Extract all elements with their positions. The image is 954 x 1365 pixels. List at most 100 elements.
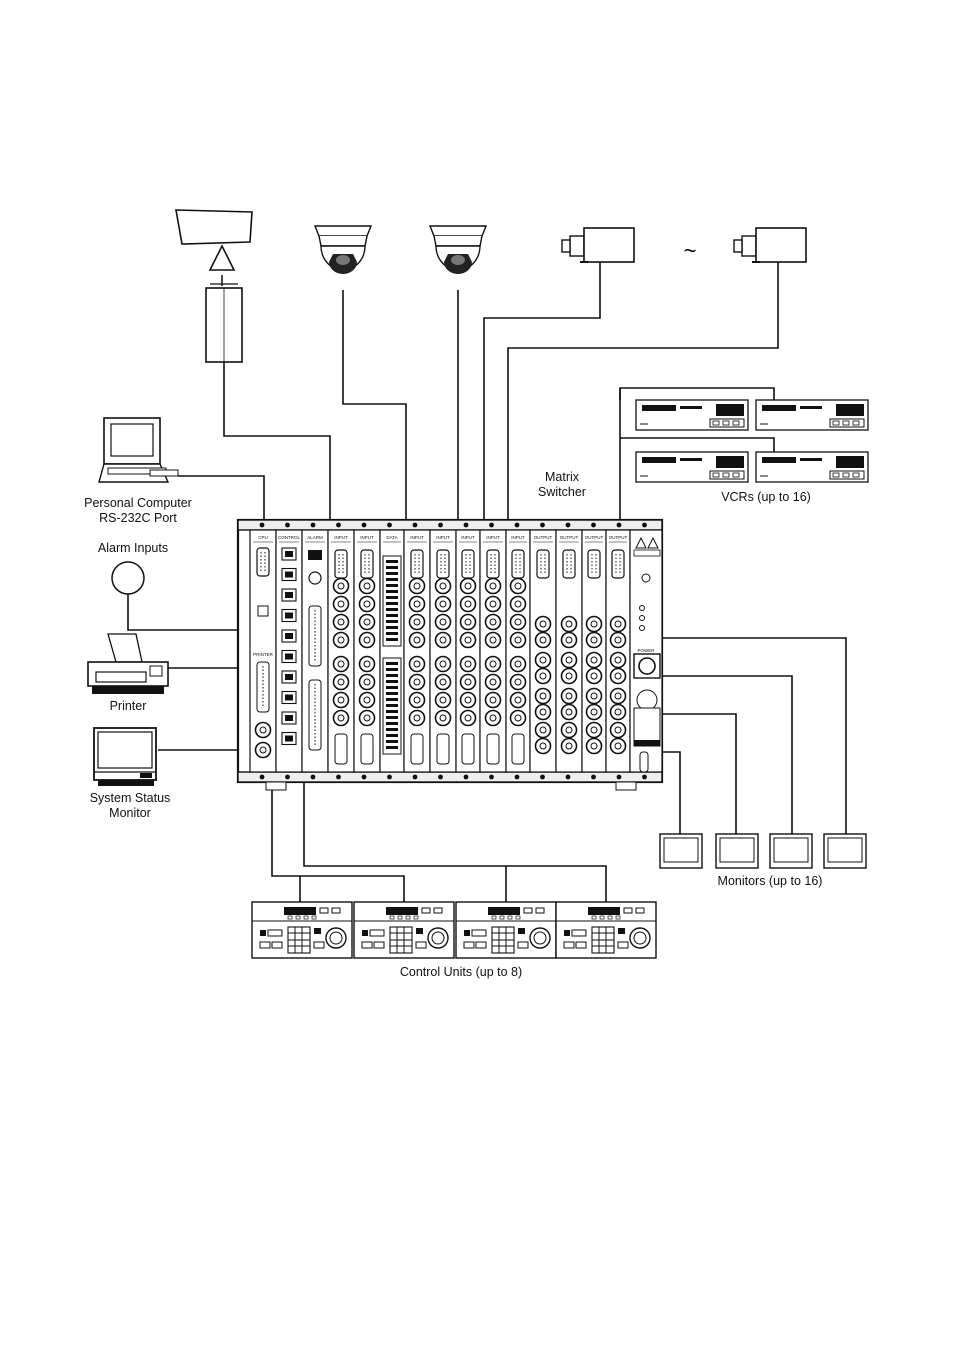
module-label: INPUT [461,535,475,540]
rail-screw [285,775,290,780]
control-unit-group [252,902,656,958]
vcrs-label: VCRs (up to 16) [700,490,832,505]
vcr-group [636,400,868,482]
rail-screw [591,523,596,528]
rail-screw [464,523,469,528]
rail-screw [362,775,367,780]
rack-module: OUTPUT [606,530,630,772]
rack-module: INPUT [430,530,456,772]
alarm-input-symbol [112,562,144,594]
pc-label-line2: RS-232C Port [68,511,208,526]
rail-screw [540,523,545,528]
module-label: DATA [386,535,397,540]
power-label: POWER [637,648,655,653]
matrix-label-line1: Matrix [522,470,602,485]
rack-module: INPUT [506,530,530,772]
status-label-line1: System Status [68,791,192,806]
box-camera-2 [734,228,806,262]
rack-module: OUTPUT [582,530,606,772]
rail-screw [311,775,316,780]
module-label: OUTPUT [560,535,579,540]
rail-screw [515,775,520,780]
printer-text: Printer [88,699,168,714]
printer-device [88,634,168,694]
rail-screw [464,775,469,780]
module-label: INPUT [436,535,450,540]
rack-module: ALARM [302,530,328,772]
status-monitor-label: System Status Monitor [68,791,192,821]
matrix-label-line2: Switcher [522,485,602,500]
matrix-switcher-label: Matrix Switcher [522,470,602,500]
rack-module: CONTROL [276,530,302,772]
rack-module: DATA [380,530,404,772]
rail-screw [387,775,392,780]
rack-bottom-rail [238,772,662,782]
status-label-line2: Monitor [68,806,192,821]
antenna-unit [176,210,252,362]
rack-module: INPUT [480,530,506,772]
rail-screw [311,523,316,528]
rack-module: INPUT [328,530,354,772]
rail-screw [617,523,622,528]
module-label: INPUT [360,535,374,540]
rail-screw [566,775,571,780]
printer-label: Printer [88,699,168,714]
module-label: OUTPUT [609,535,628,540]
module-label: INPUT [334,535,348,540]
module-label: OUTPUT [585,535,604,540]
rail-screw [336,523,341,528]
tilde-symbol: ~ [684,238,697,263]
rail-screw [438,775,443,780]
rail-screw [617,775,622,780]
alarm-inputs-text: Alarm Inputs [78,541,188,556]
power-module: POWER [630,530,662,772]
box-camera-1 [562,228,634,262]
rack-module: CPU PRINTER [250,530,276,772]
dome-camera-2 [430,226,486,274]
rack-module: INPUT [456,530,480,772]
rail-screw [642,775,647,780]
module-label: INPUT [486,535,500,540]
rack-module: OUTPUT [530,530,556,772]
control-units-label: Control Units (up to 8) [376,965,546,980]
rack-foot-right [616,782,636,790]
rail-screw [489,775,494,780]
rack-top-rail [238,520,662,530]
rail-screw [260,775,265,780]
system-status-monitor [94,728,156,786]
rail-screw [413,523,418,528]
rack-foot-left [266,782,286,790]
rail-screw [387,523,392,528]
rail-screw [540,775,545,780]
rail-screw [591,775,596,780]
control-units-text: Control Units (up to 8) [376,965,546,980]
rail-screw [642,523,647,528]
rack-module: OUTPUT [556,530,582,772]
rail-screw [489,523,494,528]
module-label: INPUT [410,535,424,540]
personal-computer-label: Personal Computer RS-232C Port [68,496,208,526]
rack-module: INPUT [354,530,380,772]
monitors-label: Monitors (up to 16) [700,874,840,889]
monitors-text: Monitors (up to 16) [700,874,840,889]
personal-computer [99,418,178,482]
rail-screw [362,523,367,528]
dome-camera-1 [315,226,371,274]
module-label: CPU [258,535,268,540]
rail-screw [438,523,443,528]
pc-label-line1: Personal Computer [68,496,208,511]
rail-screw [285,523,290,528]
vcrs-text: VCRs (up to 16) [700,490,832,505]
module-label: INPUT [511,535,525,540]
rail-screw [260,523,265,528]
cpu-printer-port-label: PRINTER [253,652,274,657]
rail-screw [413,775,418,780]
alarm-inputs-label: Alarm Inputs [78,541,188,556]
module-label: OUTPUT [534,535,553,540]
module-label: CONTROL [278,535,300,540]
rail-screw [515,523,520,528]
monitor-group [660,834,866,868]
